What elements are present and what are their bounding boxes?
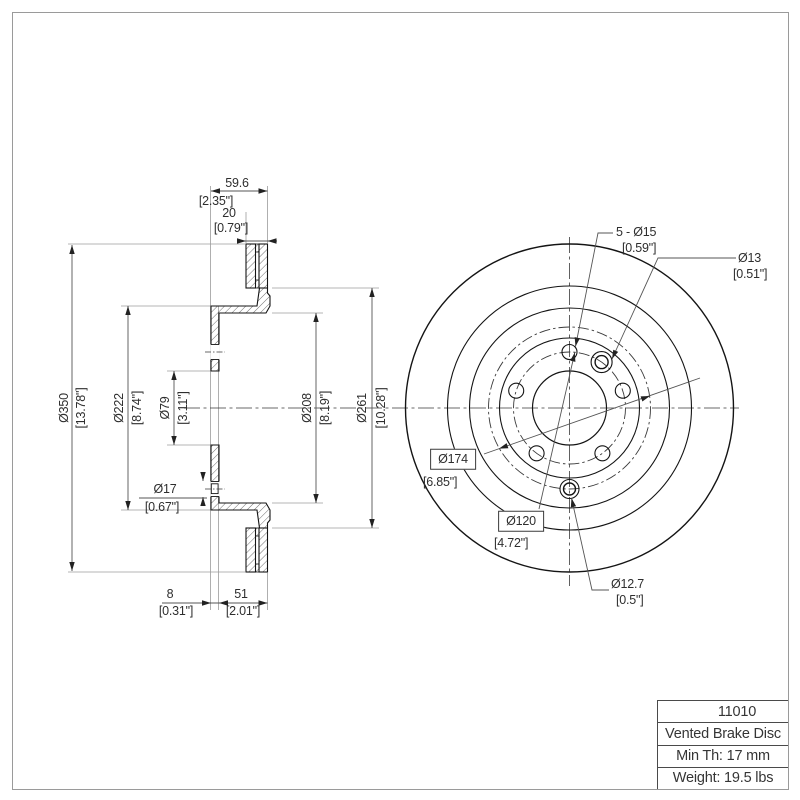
section-view-drawing: [210, 243, 271, 573]
dim-band-thickness-in: [0.79"]: [213, 220, 249, 235]
label-pin-circle-in: [6.85"]: [423, 474, 458, 489]
label-lug-holes-in: [0.59"]: [622, 240, 657, 255]
arrowheads: [69, 188, 650, 606]
front-view-drawing: [404, 243, 735, 573]
dim-hat-diameter-mm: Ø222: [111, 393, 126, 423]
label-screw-hole-in: [0.51"]: [733, 266, 768, 281]
dim-pin-hole-diameter-in: [0.67"]: [144, 499, 180, 514]
dim-total-width-mm: 59.6: [225, 175, 249, 190]
label-pin-hole-in: [0.5"]: [616, 592, 644, 607]
label-bolt-circle-mm: Ø120: [498, 510, 544, 532]
weight: Weight: 19.5 lbs: [672, 770, 774, 787]
label-bolt-circle-in: [4.72"]: [494, 535, 529, 550]
label-screw-hole-mm: Ø13: [738, 250, 762, 265]
centerlines: [184, 237, 739, 586]
dim-hat-diameter-in: [8.74"]: [129, 390, 144, 426]
sheet-border: [12, 12, 789, 790]
dim-hat-depth-mm: 51: [234, 586, 248, 601]
part-number: 11010: [658, 701, 788, 724]
dim-outer-diameter-mm: Ø350: [56, 393, 71, 423]
product-name: Vented Brake Disc: [658, 723, 788, 746]
dim-hat-inner-diameter-in: [8.19"]: [317, 390, 332, 426]
dim-band-thickness-mm: 20: [222, 205, 236, 220]
min-thickness: Min Th: 17 mm: [658, 746, 788, 768]
dim-pin-hole-diameter-mm: Ø17: [153, 481, 177, 496]
dim-outer-diameter-in: [13.78"]: [73, 387, 88, 429]
label-pin-hole-mm: Ø12.7: [611, 576, 645, 591]
title-block: 11010 Vented Brake Disc Min Th: 17 mm We…: [657, 700, 788, 789]
leader-lines: [483, 232, 736, 591]
dim-bore-diameter-mm: Ø79: [157, 396, 172, 420]
dim-band-inner-diameter-mm: Ø261: [354, 393, 369, 423]
dimension-lines: [71, 190, 373, 604]
dim-total-width-in: [2.35"]: [198, 193, 234, 208]
label-lug-holes-mm: 5 - Ø15: [616, 224, 657, 239]
dim-bore-diameter-in: [3.11"]: [175, 391, 190, 425]
dim-plate-thickness-mm: 8: [166, 586, 174, 601]
dim-band-inner-diameter-in: [10.28"]: [373, 387, 388, 429]
section-holes: [205, 344, 225, 497]
dim-hat-depth-in: [2.01"]: [225, 603, 261, 618]
dim-plate-thickness-in: [0.31"]: [158, 603, 194, 618]
dim-hat-inner-diameter-mm: Ø208: [299, 393, 314, 423]
label-pin-circle-mm: Ø174: [430, 448, 476, 470]
